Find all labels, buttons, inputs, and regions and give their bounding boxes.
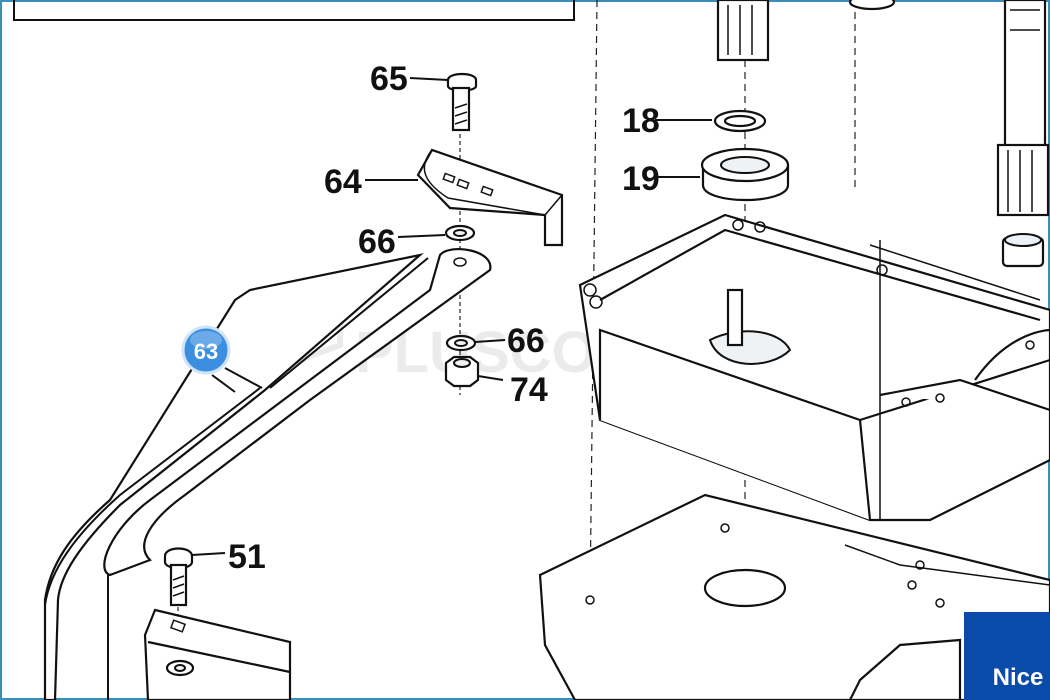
- drive-shaft: [716, 0, 896, 62]
- part-63-badge-label: 63: [194, 339, 218, 364]
- nut-74: [444, 355, 504, 388]
- washer-66-lower: [445, 334, 506, 352]
- label-part-19: 19: [622, 160, 660, 198]
- ball-bearing: [655, 147, 790, 202]
- screw-51: [163, 547, 226, 607]
- label-part-66-upper: 66: [358, 223, 396, 261]
- label-part-74: 74: [510, 371, 548, 409]
- part-63-badge[interactable]: 63: [181, 325, 231, 375]
- screw-65: [409, 72, 478, 132]
- bracket-64: [365, 148, 564, 247]
- label-part-65: 65: [370, 60, 408, 98]
- output-shaft: [996, 0, 1050, 268]
- link-arm: [103, 248, 492, 577]
- inset-box-edge: [13, 0, 575, 21]
- lower-arm-bracket: [143, 608, 292, 700]
- washer-66-upper: [397, 224, 476, 242]
- label-part-18: 18: [622, 102, 660, 140]
- circlip: [655, 109, 767, 133]
- arm-63: [43, 253, 429, 700]
- gearbox-housing: [578, 213, 1050, 522]
- brand-logo-text: Nice: [993, 664, 1044, 691]
- label-part-64: 64: [324, 163, 362, 201]
- label-part-51: 51: [228, 538, 266, 576]
- base-plate: [538, 493, 1050, 700]
- label-part-66-lower: 66: [507, 322, 545, 360]
- brand-logo: Nice: [964, 612, 1050, 700]
